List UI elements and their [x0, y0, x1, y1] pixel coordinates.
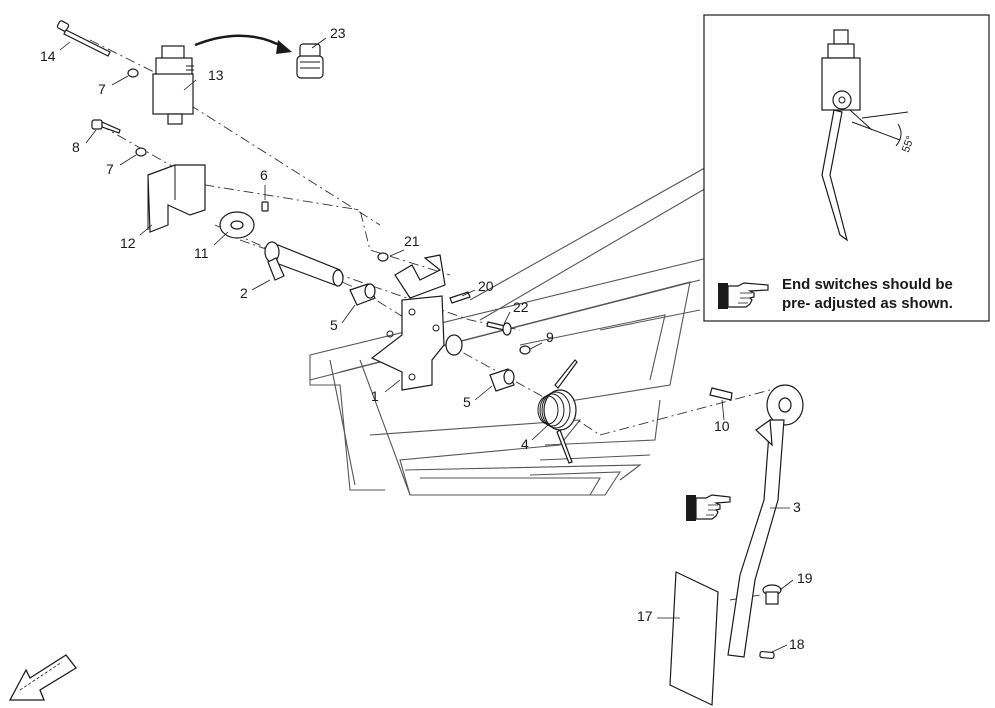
callout-11: 11 [194, 245, 209, 261]
part-11-cam-disc [219, 211, 255, 239]
part-3-pedal-lever [727, 384, 804, 658]
part-9-nut [519, 345, 531, 355]
part-12-bracket [147, 164, 206, 233]
callout-leader-lines [59, 37, 794, 653]
callout-12: 12 [120, 235, 136, 251]
callout-14: 14 [40, 48, 56, 64]
part-7-washer-upper [127, 68, 139, 78]
callout-6: 6 [260, 167, 268, 183]
detail-switch-drawing: 55° [821, 29, 917, 242]
callout-7-lower: 7 [106, 161, 114, 177]
callout-18: 18 [789, 636, 805, 652]
callout-21: 21 [404, 233, 420, 249]
callout-17: 17 [637, 608, 653, 624]
part-5-bushing-upper [349, 283, 376, 306]
chassis-frame [309, 164, 721, 496]
part-1-pedal-bracket [370, 254, 463, 391]
angle-label: 55° [900, 134, 917, 154]
callout-23: 23 [330, 25, 346, 41]
callout-3: 3 [793, 499, 801, 515]
part-2-shaft [264, 241, 344, 287]
callout-8: 8 [72, 139, 80, 155]
part-21-nut [377, 252, 389, 262]
part-22-bolt [486, 321, 512, 336]
detail-note-line-1: End switches should be [782, 276, 953, 293]
part-17-pedal-pad [669, 571, 719, 706]
callout-13: 13 [208, 67, 224, 83]
part-8-screw [91, 119, 121, 134]
part-5-bushing-lower [489, 368, 515, 392]
callout-5-upper: 5 [330, 317, 338, 333]
detail-inset: 55° End switches should be pre- adjusted… [703, 14, 990, 322]
callout-4: 4 [521, 436, 529, 452]
callout-22: 22 [513, 299, 529, 315]
callout-5-lower: 5 [463, 394, 471, 410]
pointing-hand-icon [686, 494, 731, 521]
part-14-bolt [56, 20, 111, 57]
callout-19: 19 [797, 570, 813, 586]
detail-note-line-2: pre- adjusted as shown. [782, 295, 953, 312]
part-18-pin [759, 650, 775, 660]
part-19-screw [762, 584, 782, 605]
part-23-cap [296, 43, 324, 79]
part-6-pin [261, 201, 269, 212]
callout-labels: 14 7 8 7 13 23 6 12 11 2 5 1 21 20 22 9 … [40, 25, 813, 652]
direction-arrow-icon [8, 654, 77, 701]
callout-1: 1 [371, 388, 379, 404]
curved-arrow-icon [194, 34, 292, 54]
part-10-pin [709, 387, 733, 401]
callout-7-upper: 7 [98, 81, 106, 97]
part-4-torsion-spring [537, 359, 578, 464]
callout-10: 10 [714, 418, 730, 434]
callout-9: 9 [546, 329, 554, 345]
pointing-hand-icon [718, 282, 769, 309]
callout-20: 20 [478, 278, 494, 294]
callout-2: 2 [240, 285, 248, 301]
part-13-end-switch [152, 45, 194, 125]
part-7-washer-lower [135, 147, 147, 157]
